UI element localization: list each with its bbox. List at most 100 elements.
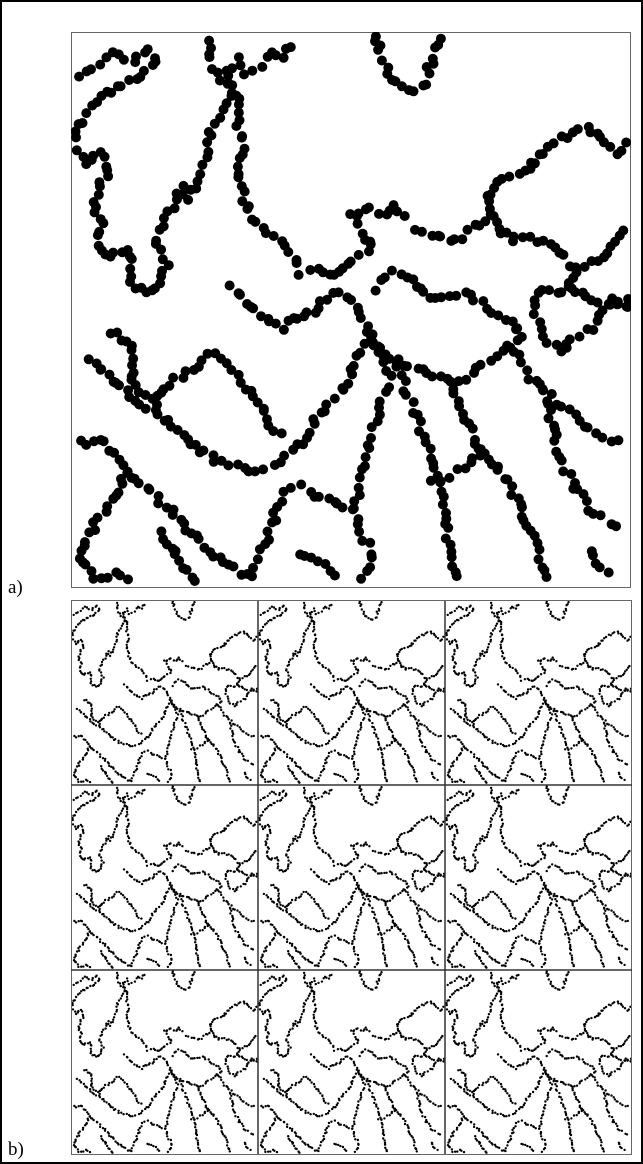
polymer-bead (238, 870, 241, 873)
polymer-bead (490, 792, 493, 795)
polymer-bead (71, 823, 75, 826)
polymer-bead (284, 869, 288, 872)
polymer-bead (449, 707, 453, 711)
polymer-bead (219, 939, 222, 942)
polymer-bead (505, 745, 508, 748)
polymer-bead (193, 533, 204, 544)
polymer-bead (147, 773, 151, 776)
polymer-bead (223, 949, 226, 953)
polymer-bead (546, 659, 550, 662)
polymer-bead (325, 756, 328, 760)
polymer-bead (414, 717, 417, 721)
polymer-bead (261, 827, 265, 831)
polymer-bead (523, 917, 526, 920)
polymer-bead (285, 907, 288, 911)
polymer-bead (115, 705, 118, 709)
polymer-bead (212, 67, 223, 78)
polymer-bead (374, 208, 384, 219)
polymer-bead (292, 916, 295, 919)
polymer-bead (298, 736, 301, 739)
polymer-bead (421, 745, 424, 748)
polymer-bead (268, 756, 272, 759)
polymer-bead (358, 684, 361, 688)
panel-b-tile (71, 785, 259, 969)
polymer-bead (401, 889, 404, 893)
polymer-bead (302, 820, 305, 823)
polymer-bead (160, 862, 163, 865)
polymer-bead (133, 744, 137, 747)
polymer-bead (601, 777, 605, 781)
polymer-bead (386, 908, 389, 911)
polymer-bead (318, 662, 321, 665)
polymer-bead (353, 932, 356, 935)
polymer-bead (455, 792, 458, 795)
polymer-bead (260, 771, 263, 774)
polymer-bead (242, 203, 253, 214)
polymer-bead (545, 786, 548, 790)
polymer-bead (229, 727, 232, 730)
polymer-bead (362, 612, 365, 616)
polymer-bead (536, 900, 539, 904)
polymer-bead (618, 698, 621, 701)
polymer-bead (501, 637, 505, 640)
polymer-bead (231, 923, 235, 926)
polymer-bead (494, 926, 497, 929)
polymer-bead (593, 646, 597, 649)
polymer-bead (497, 616, 500, 619)
polymer-bead (178, 615, 181, 618)
polymer-bead (113, 828, 117, 831)
polymer-bead (121, 611, 125, 615)
polymer-bead (193, 687, 196, 690)
polymer-bead (108, 962, 111, 966)
polymer-bead (225, 853, 228, 857)
polymer-bead (362, 797, 365, 801)
polymer-bead (202, 348, 213, 359)
polymer-bead (373, 731, 376, 735)
polymer-bead (385, 686, 388, 689)
polymer-bead (522, 733, 525, 737)
polymer-bead (242, 915, 245, 918)
polymer-bead (608, 857, 611, 861)
polymer-bead (277, 674, 280, 677)
polymer-bead (143, 603, 146, 607)
polymer-bead (278, 747, 281, 750)
polymer-bead (268, 792, 271, 795)
polymer-bead (519, 864, 523, 867)
polymer-bead (356, 573, 367, 584)
polymer-bead (356, 856, 359, 860)
polymer-bead (142, 879, 145, 883)
polymer-bead (187, 850, 190, 853)
polymer-bead (590, 752, 594, 756)
polymer-bead (383, 668, 387, 671)
polymer-bead (622, 672, 626, 675)
polymer-bead (566, 603, 569, 606)
polymer-bead (472, 668, 475, 671)
polymer-bead (350, 844, 353, 847)
polymer-bead (267, 805, 270, 808)
polymer-bead (353, 765, 356, 768)
polymer-bead (226, 365, 237, 375)
polymer-bead (352, 947, 355, 950)
polymer-bead (247, 691, 250, 694)
polymer-bead (258, 818, 261, 822)
polymer-bead (427, 53, 438, 64)
polymer-bead (596, 714, 599, 717)
polymer-bead (526, 690, 529, 694)
polymer-bead (289, 658, 292, 661)
polymer-bead (148, 692, 151, 695)
polymer-bead (551, 863, 554, 866)
polymer-bead (265, 945, 268, 948)
polymer-bead (430, 632, 433, 635)
polymer-bead (319, 955, 323, 959)
polymer-bead (245, 688, 248, 692)
polymer-bead (524, 773, 527, 777)
polymer-bead (221, 948, 225, 951)
polymer-bead (287, 859, 290, 862)
polymer-bead (224, 688, 227, 691)
polymer-bead (451, 843, 454, 847)
polymer-bead (324, 742, 328, 746)
polymer-bead (406, 831, 410, 834)
polymer-bead (315, 657, 319, 661)
polymer-bead (356, 657, 359, 660)
polymer-bead (126, 609, 129, 613)
